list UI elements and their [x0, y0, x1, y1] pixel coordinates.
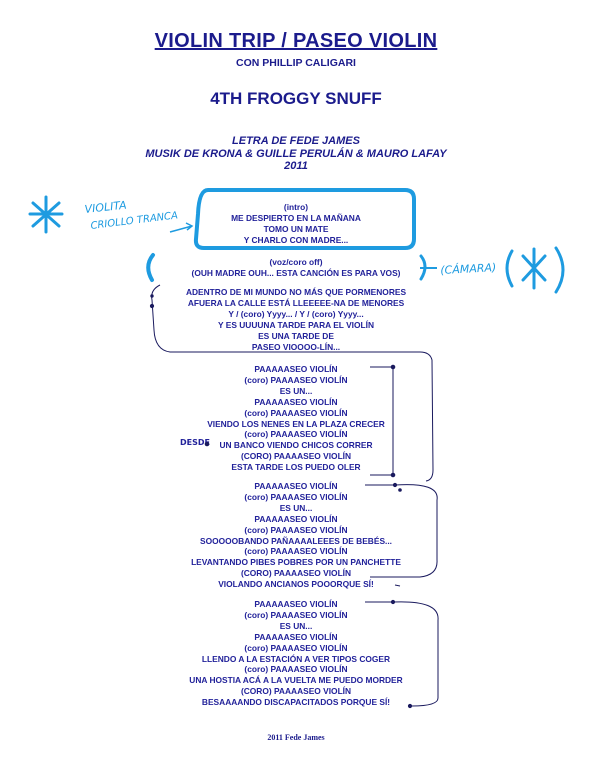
chorus-markers	[365, 364, 439, 709]
lyric-line: PAAAAASEO VIOLÍN	[254, 631, 338, 642]
lyric-line: (CORO) PAAAASEO VIOLÍN	[240, 451, 352, 462]
lyric-line: UN BANCO VIENDO CHICOS CORRER	[219, 440, 373, 451]
voz-block: (voz/coro off)(OUH MADRE OUH... ESTA CAN…	[0, 257, 592, 279]
credits-lyrics: LETRA DE FEDE JAMES	[232, 135, 360, 147]
arrow-icon	[169, 222, 194, 233]
lyric-line: ES UN...	[279, 385, 313, 396]
verse-1: ADENTRO DE MI MUNDO NO MÁS QUE PORMENORE…	[0, 287, 592, 352]
lyric-line: (coro) PAAAASEO VIOLÍN	[244, 664, 348, 675]
lyric-line: (coro) PAAAASEO VIOLÍN	[244, 524, 348, 535]
lyric-line: VIENDO LOS NENES EN LA PLAZA CRECER	[207, 418, 385, 429]
lyric-line: PAAAAASEO VIOLÍN	[254, 364, 338, 374]
lyric-line: PAAAAASEO VIOLÍN	[254, 513, 338, 524]
lyric-line: SOOOOOBANDO PAÑAAAALEEES DE BEBÉS...	[199, 535, 393, 546]
lyric-line: Y ES UUUUNA TARDE PARA EL VIOLÍN	[217, 319, 375, 330]
lyric-line: Y / (coro) Yyyy... / Y / (coro) Yyyy...	[228, 308, 364, 319]
handwritten-note-desde: DESDE	[180, 438, 210, 447]
paren-left	[146, 253, 155, 282]
lyric-line: Y CHARLO CON MADRE...	[243, 234, 349, 245]
lyric-line: PAAAAASEO VIOLÍN	[254, 481, 338, 491]
credits: LETRA DE FEDE JAMES MUSIK DE KRONA & GUI…	[0, 135, 592, 173]
lyric-line: (coro) PAAAASEO VIOLÍN	[244, 546, 348, 557]
lyric-line: (coro) PAAAASEO VIOLÍN	[244, 374, 348, 385]
asterisk-icon-right	[521, 247, 547, 290]
lyric-line: PASEO VIOOOO-LÍN...	[251, 341, 341, 352]
asterisk-icon-left	[28, 195, 64, 234]
credits-year: 2011	[284, 160, 308, 172]
lyric-line: (coro) PAAAASEO VIOLÍN	[244, 407, 348, 418]
credits-music: MUSIK DE KRONA & GUILLE PERULÁN & MAURO …	[145, 147, 447, 160]
lyric-line: BESAAAANDO DISCAPACITADOS PORQUE SÍ!	[201, 697, 391, 708]
lyric-line: (intro)	[283, 202, 309, 212]
lyric-line: ADENTRO DE MI MUNDO NO MÁS QUE PORMENORE…	[185, 287, 407, 297]
lyric-line: ESTA TARDE LOS PUEDO OLER	[231, 462, 361, 473]
lyric-line: LLENDO A LA ESTACIÓN A VER TIPOS COGER	[201, 653, 391, 664]
lyric-line: (OUH MADRE OUH... ESTA CANCIÓN ES PARA V…	[191, 267, 401, 278]
lyric-line: (CORO) PAAAASEO VIOLÍN	[240, 568, 352, 579]
lyric-line: (voz/coro off)	[269, 257, 323, 267]
lyric-line: (coro) PAAAASEO VIOLÍN	[244, 491, 348, 502]
lyric-line: (CORO) PAAAASEO VIOLÍN	[240, 686, 352, 697]
lyric-line: (coro) PAAAASEO VIOLÍN	[244, 429, 348, 440]
page-subtitle: CON PHILLIP CALIGARI	[236, 57, 356, 69]
album-title: 4TH FROGGY SNUFF	[210, 89, 382, 108]
verse-bracket	[149, 284, 434, 482]
lyric-line: ME DESPIERTO EN LA MAÑANA	[231, 212, 361, 223]
page-title: VIOLIN TRIP / PASEO VIOLIN	[154, 30, 438, 52]
lyric-line: ES UN...	[279, 502, 313, 513]
paren-right	[419, 254, 427, 281]
lyric-line: LEVANTANDO PIBES POBRES POR UN PANCHETTE	[191, 557, 401, 568]
lyric-line: (coro) PAAAASEO VIOLÍN	[244, 609, 348, 620]
lyric-line: (coro) PAAAASEO VIOLÍN	[244, 642, 348, 653]
footer-credit: 2011 Fede James	[267, 733, 325, 742]
lyric-line: PAAAAASEO VIOLÍN	[254, 396, 338, 407]
intro-highlight-box	[193, 188, 416, 250]
lyric-line: ES UNA TARDE DE	[258, 330, 334, 341]
lyric-line: ES UN...	[279, 620, 313, 631]
lyric-line: UNA HOSTIA ACÁ A LA VUELTA ME PUEDO MORD…	[189, 675, 403, 686]
lyric-line: VIOLANDO ANCIANOS POOORQUE SÍ!	[218, 579, 374, 590]
lyric-line: PAAAAASEO VIOLÍN	[254, 599, 338, 609]
lyric-line: AFUERA LA CALLE ESTÁ LLEEEEE-NA DE MENOR…	[187, 297, 405, 308]
lyric-line: TOMO UN MATE	[263, 223, 329, 234]
